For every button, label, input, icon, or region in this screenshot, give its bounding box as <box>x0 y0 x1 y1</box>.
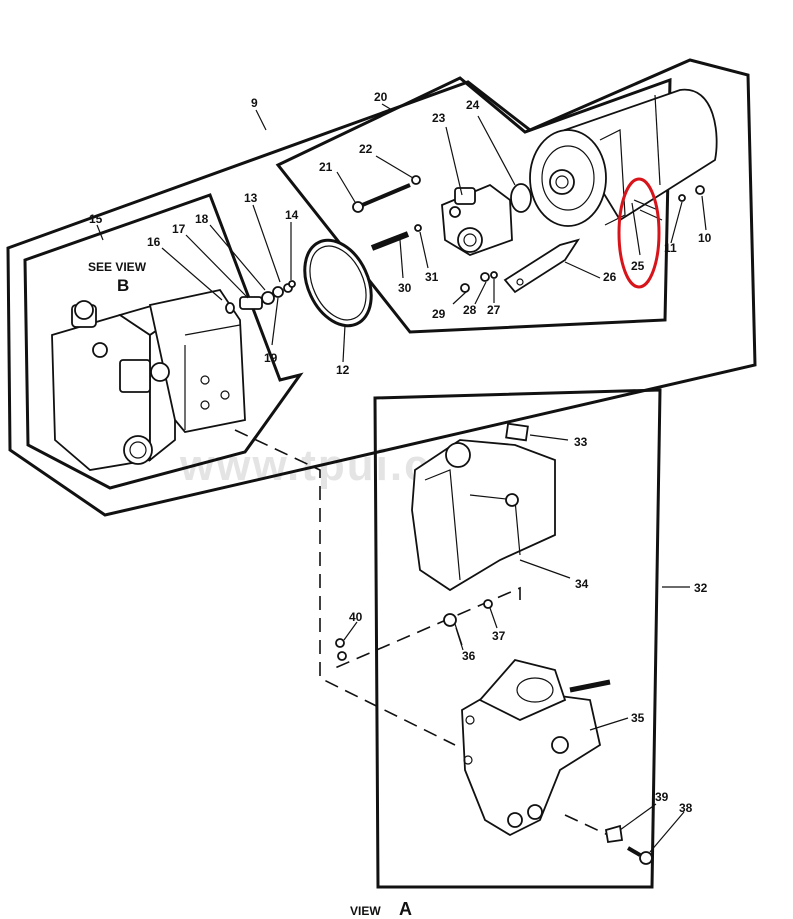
bracket-26-drawing <box>503 238 581 294</box>
callout-35: 35 <box>631 711 645 725</box>
alignment-dash-3 <box>564 814 609 836</box>
leader-lines <box>96 103 707 853</box>
callout-18: 18 <box>195 212 209 226</box>
stud-30-drawing <box>370 224 422 251</box>
callout-24: 24 <box>466 98 480 112</box>
callout-31: 31 <box>425 270 439 284</box>
valve-assembly-frame <box>373 388 662 889</box>
callout-25: 25 <box>631 259 645 273</box>
fitting-stack-drawing <box>225 280 296 314</box>
callout-29: 29 <box>432 307 446 321</box>
callout-16: 16 <box>147 235 161 249</box>
bolt-22-drawing <box>411 175 421 185</box>
valve-35-drawing <box>461 658 611 837</box>
o-ring-24-drawing <box>510 183 532 213</box>
see-view-letter: B <box>117 276 129 295</box>
washer-37-drawing <box>483 599 493 609</box>
callout-34: 34 <box>575 577 589 591</box>
callout-33: 33 <box>574 435 588 449</box>
hydraulic-pump-drawing <box>51 288 246 471</box>
view-title-prefix: VIEW <box>350 904 381 918</box>
outer-assembly-frame <box>6 58 757 517</box>
callout-36: 36 <box>462 649 476 663</box>
callout-15: 15 <box>89 212 103 226</box>
callout-37: 37 <box>492 629 506 643</box>
callout-22: 22 <box>359 142 373 156</box>
callout-12: 12 <box>336 363 350 377</box>
electric-motor-drawing <box>529 89 718 227</box>
alignment-dash-2 <box>334 586 521 669</box>
washers-40-drawing <box>335 638 347 661</box>
callout-10: 10 <box>698 231 712 245</box>
callout-19: 19 <box>264 351 278 365</box>
callout-20: 20 <box>374 90 388 104</box>
callout-21: 21 <box>319 160 333 174</box>
gear-pump-23-drawing <box>441 183 513 256</box>
alignment-dash-1 <box>234 429 456 746</box>
view-title-letter: A <box>399 899 412 919</box>
callout-40: 40 <box>349 610 363 624</box>
pump-assembly-frame <box>23 193 304 490</box>
callout-38: 38 <box>679 801 693 815</box>
callout-14: 14 <box>285 208 299 222</box>
motor-assembly-frame <box>275 76 672 334</box>
screw-38-39-drawing <box>604 824 653 865</box>
o-ring-12-drawing <box>303 238 373 328</box>
callout-13: 13 <box>244 191 258 205</box>
bolt-21-drawing <box>352 183 411 213</box>
callout-26: 26 <box>603 270 617 284</box>
callout-30: 30 <box>398 281 412 295</box>
callout-9: 9 <box>251 96 258 110</box>
callout-32: 32 <box>694 581 708 595</box>
valve-34-drawing <box>411 422 556 592</box>
callout-17: 17 <box>172 222 186 236</box>
highlight-circle-item-25 <box>617 177 661 289</box>
callout-23: 23 <box>432 111 446 125</box>
see-view-text: SEE VIEW <box>88 260 147 274</box>
callout-39: 39 <box>655 790 669 804</box>
callout-28: 28 <box>463 303 477 317</box>
callout-11: 11 <box>664 241 677 255</box>
callout-27: 27 <box>487 303 501 317</box>
